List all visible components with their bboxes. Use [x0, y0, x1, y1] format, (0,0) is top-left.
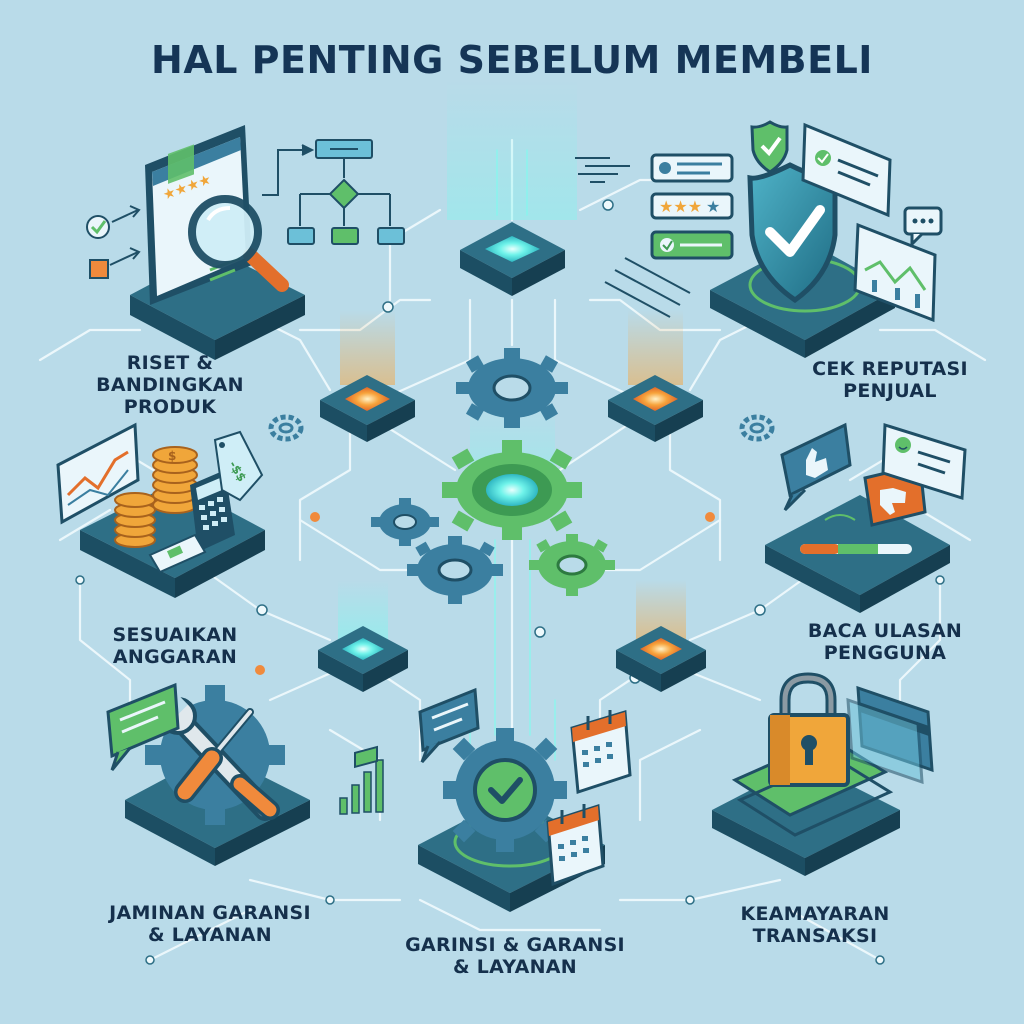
node-upper-left: [320, 310, 415, 442]
warranty-illustration: [418, 687, 632, 912]
rating-stars-icon: ★★★ ★: [650, 192, 734, 220]
padlock-icon: [768, 672, 850, 787]
reputation-illustration: ★★★ ★: [650, 120, 943, 358]
label-garinsi: GARINSI & GARANSI & LAYANAN: [405, 934, 625, 978]
thumbs-up-bubble-icon: [780, 422, 852, 512]
research-illustration: ★★★★: [86, 125, 305, 360]
node-upper-right: [608, 310, 703, 442]
label-ulasan: BACA ULASAN PENGGUNA: [807, 620, 963, 664]
calendar-icon: [570, 710, 632, 795]
calendar-icon: [546, 803, 605, 887]
svg-text:★: ★: [706, 197, 720, 216]
svg-text:★★★: ★★★: [659, 197, 702, 216]
credit-card-icon: [846, 685, 934, 785]
chart-card-icon: [853, 222, 937, 323]
label-anggaran: SESUAIKAN ANGGARAN: [112, 624, 238, 668]
reviews-illustration: [765, 422, 967, 613]
flowchart-icon: [262, 139, 405, 245]
line-chart-icon: [56, 422, 140, 525]
service-illustration: [106, 682, 384, 866]
page-title: HAL PENTING SEBELUM MEMBELI: [151, 38, 873, 82]
svg-text:$: $: [168, 449, 176, 463]
security-illustration: [712, 672, 934, 876]
central-gears: [268, 348, 775, 604]
check-bubble-icon: [650, 230, 734, 260]
gear-icon: [371, 498, 439, 546]
orange-box-icon: [89, 259, 109, 279]
gear-icon: [529, 534, 615, 596]
magnifier-icon: [188, 195, 289, 292]
gear-icon: [456, 348, 568, 428]
gear-check-icon: [443, 728, 567, 852]
price-tag-icon: -$$: [213, 430, 264, 502]
budget-illustration: $ -$$: [56, 422, 265, 598]
chat-bubble-icon: [903, 206, 943, 248]
label-reputasi: CEK REPUTASI PENJUAL: [812, 358, 968, 402]
progress-bar-icon: [800, 544, 912, 554]
small-block-icon: [354, 745, 378, 769]
bar-chart-icon: [339, 759, 384, 815]
check-circle-icon: [86, 215, 110, 239]
label-jaminan: JAMINAN GARANSI & LAYANAN: [109, 902, 311, 946]
label-keamanan: KEAMAYARAN TRANSAKSI: [740, 903, 890, 947]
node-lower-left: [318, 580, 408, 692]
arrow-icon: [109, 205, 141, 266]
gear-icon: [407, 536, 503, 604]
gear-icon: [268, 414, 304, 442]
chat-bubble-icon: [106, 682, 180, 771]
smiley-bubble-icon: [881, 422, 967, 501]
coin-stack-icon: $: [114, 446, 198, 548]
gear-icon: [739, 414, 775, 442]
small-shield-icon: [750, 120, 789, 174]
card-icon: [148, 533, 207, 574]
data-lines-icon: [575, 157, 691, 318]
screwdriver-icon: [174, 708, 280, 820]
chat-bubble-icon: [418, 687, 480, 764]
gear-icon: [442, 440, 582, 540]
node-top: [447, 80, 577, 296]
review-card-icon: [801, 122, 892, 218]
node-lower-right: [616, 580, 706, 692]
user-review-bubble-icon: [650, 153, 734, 183]
label-riset: RISET & BANDINGKAN PRODUK: [96, 352, 244, 418]
